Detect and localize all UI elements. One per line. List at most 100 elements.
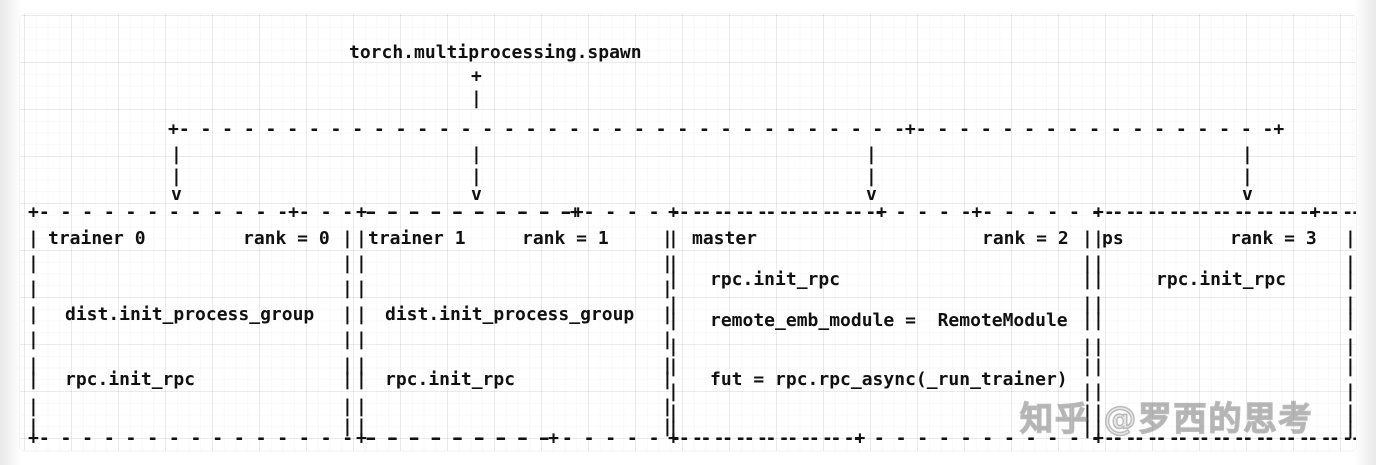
- box-trainer-0-right-edge: |: [342, 228, 353, 249]
- box-master-right-edge-2: |: [1082, 253, 1093, 274]
- box-trainer-1-left-edge-2: |: [356, 253, 367, 274]
- box-master-left-edge-2: |: [668, 253, 679, 274]
- box-trainer-0-left-edge-4: |: [28, 304, 39, 325]
- box-trainer-1-left-edge-9: |: [356, 416, 367, 437]
- box-trainer-0-left-edge-2: |: [28, 253, 39, 274]
- box-master-title: master: [692, 228, 758, 249]
- box-master-right-edge-8: |: [1082, 381, 1093, 402]
- box-ps-right-edge-7: |: [1345, 356, 1356, 377]
- box-master-left-edge-7: |: [668, 356, 679, 377]
- box-trainer-0-rank: rank = 0: [243, 228, 330, 249]
- box-master-left-edge-8: |: [668, 381, 679, 402]
- box-trainer-1-top-border: +- - - - - - - - - -+- - - - - - - - - -…: [356, 202, 888, 223]
- box-ps-left-edge-8: |: [1093, 381, 1104, 402]
- box-master-right-edge-6: |: [1082, 336, 1093, 357]
- box-master-bottom-border: +- - - - - - - - - - - - - - - - - - - -…: [668, 428, 1356, 449]
- spawn-junction-plus-icon: +: [471, 66, 482, 87]
- box-trainer-0-left-edge-3: |: [28, 278, 39, 299]
- branch-drop-ps-b: |: [1242, 166, 1253, 187]
- box-master-right-edge-10: |: [1082, 418, 1093, 439]
- branch-arrow-trainer-1-icon: v: [471, 184, 482, 205]
- spawn-stem-vertical-icon: |: [471, 88, 482, 109]
- box-ps-right-edge-9: |: [1345, 402, 1356, 423]
- box-trainer-0-left-edge-6: |: [28, 355, 39, 376]
- box-trainer-1-left-edge-5: |: [356, 329, 367, 350]
- branch-drop-master-b: |: [866, 166, 877, 187]
- box-trainer-0-right-edge-5: |: [342, 329, 353, 350]
- box-trainer-0-right-edge-8: |: [342, 396, 353, 417]
- box-ps-right-edge-2: |: [1345, 253, 1356, 274]
- box-ps-rank: rank = 3: [1230, 228, 1317, 249]
- branch-arrow-master-icon: v: [866, 184, 877, 205]
- box-trainer-1-right-edge: |: [662, 228, 673, 249]
- box-trainer-1-left-edge-7: |: [356, 369, 367, 390]
- box-trainer-0-left-edge: |: [28, 228, 39, 249]
- box-trainer-0-bottom-border: +- - - - - - - - - - - - - - - - - - - -…: [28, 428, 560, 449]
- box-ps-line-0: rpc.init_rpc: [1156, 269, 1287, 290]
- box-ps-bottom-border: +- - - - - - - - - - - - - - - - - - - -…: [1093, 428, 1354, 449]
- box-master-left-edge: |: [668, 228, 679, 249]
- box-ps-left-edge-2: |: [1093, 253, 1104, 274]
- box-ps-top-border: +- - - - - - - - - -+- - - - - - - - - -…: [1093, 202, 1354, 223]
- box-trainer-1-right-edge-9: |: [662, 416, 673, 437]
- branch-drop-trainer-1: |: [471, 144, 482, 165]
- page-edge-shade-left: [0, 0, 22, 465]
- diagram-card: torch.multiprocessing.spawn + | +- - - -…: [20, 14, 1356, 451]
- box-trainer-0-left-edge-5: |: [28, 329, 39, 350]
- box-trainer-0-title: trainer 0: [48, 228, 146, 249]
- box-trainer-0-right-edge-3: |: [342, 278, 353, 299]
- box-ps-right-edge-3: |: [1345, 269, 1356, 290]
- box-trainer-1-bottom-border: +- - - - - - - - - - - - - - - - - - - -…: [356, 428, 866, 449]
- box-ps-right-edge-6: |: [1345, 336, 1356, 357]
- box-master-rank: rank = 2: [982, 228, 1069, 249]
- box-trainer-1-left-edge-6: |: [356, 355, 367, 376]
- box-trainer-0-right-edge-9: |: [342, 416, 353, 437]
- branch-drop-trainer-0: |: [171, 144, 182, 165]
- box-ps-left-edge-3: |: [1093, 269, 1104, 290]
- box-trainer-0-right-edge-7: |: [342, 369, 353, 390]
- box-ps-right-edge-8: |: [1345, 381, 1356, 402]
- box-master-right-edge-3: |: [1082, 269, 1093, 290]
- box-ps-left-edge: |: [1093, 228, 1104, 249]
- box-ps-title: ps: [1102, 228, 1124, 249]
- box-master-right-edge-5: |: [1082, 310, 1093, 331]
- box-trainer-1-left-edge-3: |: [356, 278, 367, 299]
- box-trainer-0-left-edge-8: |: [28, 396, 39, 417]
- box-master-right-edge-4: |: [1082, 294, 1093, 315]
- branch-drop-master: |: [866, 144, 877, 165]
- box-trainer-1-rank: rank = 1: [522, 228, 609, 249]
- box-trainer-0-line-1: rpc.init_rpc: [65, 369, 196, 390]
- box-ps-left-edge-10: |: [1093, 418, 1104, 439]
- box-master-line-2: fut = rpc.rpc_async(_run_trainer): [710, 369, 1068, 390]
- box-master-left-edge-5: |: [668, 310, 679, 331]
- box-master-line-0: rpc.init_rpc: [710, 269, 841, 290]
- branch-drop-trainer-0-b: |: [171, 166, 182, 187]
- box-trainer-1-right-edge-6: |: [662, 355, 673, 376]
- box-trainer-1-right-edge-7: |: [662, 369, 673, 390]
- box-trainer-0-left-edge-9: |: [28, 416, 39, 437]
- box-master-left-edge-9: |: [668, 402, 679, 423]
- box-ps-left-edge-7: |: [1093, 356, 1104, 377]
- box-trainer-0-top-border: +- - - - - - - - - - - -+- - - - - - - -…: [28, 202, 581, 223]
- box-trainer-1-left-edge: |: [356, 228, 367, 249]
- box-trainer-1-right-edge-8: |: [662, 396, 673, 417]
- box-trainer-1-right-edge-2: |: [662, 253, 673, 274]
- box-master-left-edge-6: |: [668, 336, 679, 357]
- box-trainer-1-left-edge-4: |: [356, 304, 367, 325]
- box-trainer-1-line-1: rpc.init_rpc: [385, 369, 516, 390]
- box-ps-left-edge-9: |: [1093, 402, 1104, 423]
- box-trainer-0-left-edge-7: |: [28, 369, 39, 390]
- box-master-right-edge-7: |: [1082, 356, 1093, 377]
- box-ps-left-edge-5: |: [1093, 310, 1104, 331]
- box-master-top-border: +- - - - - - - - - - - - - -+- - - - - -…: [668, 202, 1356, 223]
- page-edge-shade-right: [1354, 0, 1376, 465]
- branch-drop-trainer-1-b: |: [471, 166, 482, 187]
- box-trainer-1-right-edge-3: |: [662, 278, 673, 299]
- box-ps-left-edge-6: |: [1093, 336, 1104, 357]
- box-trainer-1-right-edge-5: |: [662, 329, 673, 350]
- box-trainer-1-line-0: dist.init_process_group: [385, 304, 635, 325]
- diagram-title: torch.multiprocessing.spawn: [349, 42, 642, 63]
- box-trainer-1-left-edge-8: |: [356, 396, 367, 417]
- box-master-right-edge-9: |: [1082, 402, 1093, 423]
